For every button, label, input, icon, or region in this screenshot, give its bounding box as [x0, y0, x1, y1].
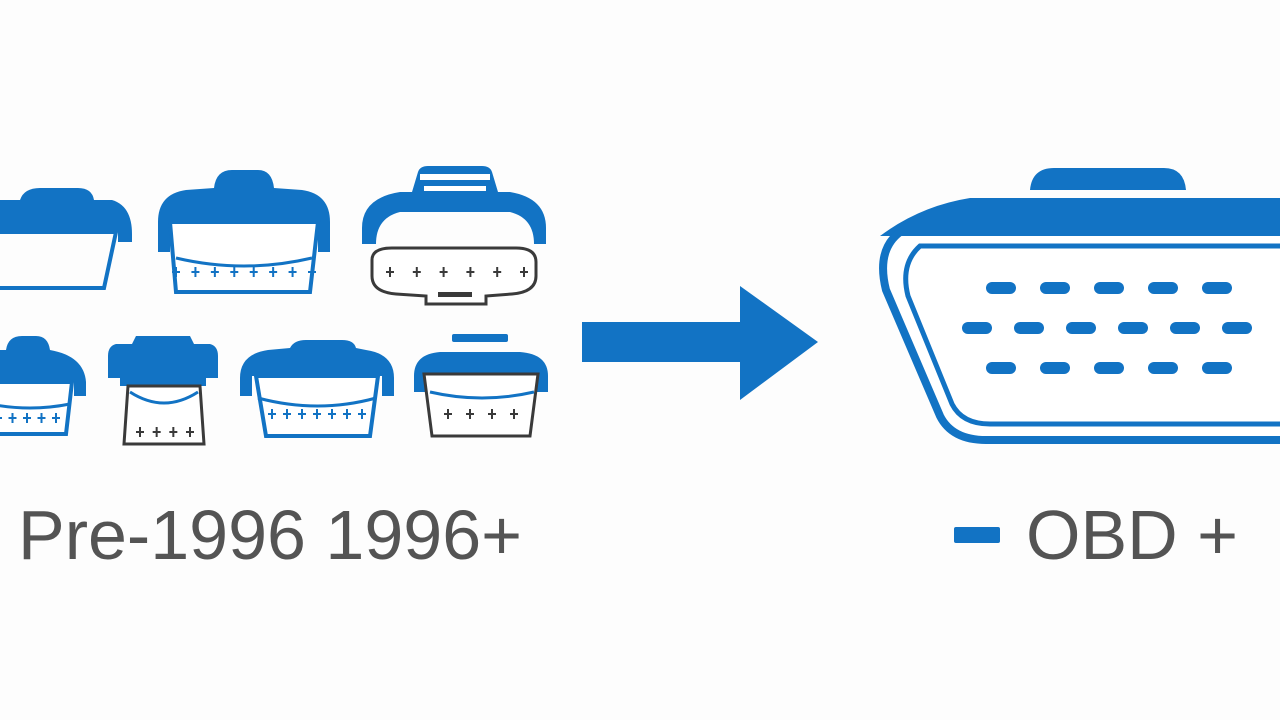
pre-1996-caption: Pre-1996 1996+: [18, 496, 523, 574]
connector-pin-bar: [313, 413, 321, 415]
connector-pin-bar: [493, 271, 502, 273]
obd2-pin: [962, 322, 992, 334]
obd-caption: OBD +: [1026, 496, 1239, 574]
connector-pin-bar: [288, 271, 297, 273]
obd2-pin: [986, 282, 1016, 294]
connector-pin-bar: [510, 413, 518, 415]
connector-pin-bar: [466, 413, 474, 415]
obd2-pin: [1040, 282, 1070, 294]
old-connector-icon-4: [0, 336, 86, 436]
obd2-pin: [1202, 282, 1232, 294]
old-connector-icon-6: [240, 340, 394, 438]
connector-pin-bar: [52, 417, 60, 419]
connector-pin-bar: [444, 413, 452, 415]
connector-pin-bar: [8, 417, 17, 419]
connector-pin-bar: [298, 413, 306, 415]
connector-pin-bar: [172, 271, 180, 273]
connector-pin-bar: [230, 271, 239, 273]
old-connector-icon-2: [158, 170, 330, 294]
connector-pin-bar: [488, 413, 496, 415]
connector-pin-bar: [249, 271, 258, 273]
obd2-pin: [1118, 322, 1148, 334]
connector-pin-bar: [191, 271, 200, 273]
connector-pin-bar: [0, 417, 2, 419]
connector-pin-bar: [152, 431, 161, 433]
obd2-pin: [1040, 362, 1070, 374]
connector-pin-bar: [210, 271, 219, 273]
obd2-pin: [1014, 322, 1044, 334]
obd2-pin: [1202, 362, 1232, 374]
connector-pin-bar: [136, 431, 144, 433]
old-connector-icon-3: [362, 166, 546, 306]
connector-pin-bar: [466, 271, 475, 273]
obd2-pin: [1094, 362, 1124, 374]
connector-pin-bar: [169, 431, 178, 433]
old-connector-icon-1: [0, 188, 132, 290]
obd2-pin: [1222, 322, 1252, 334]
blue-dash-icon: [954, 527, 1000, 543]
old-connector-icon-7: [414, 334, 548, 438]
obd2-pin: [1094, 282, 1124, 294]
connector-pin-bar: [186, 431, 194, 433]
obd2-pin: [1170, 322, 1200, 334]
connector-pin-bar: [328, 413, 336, 415]
connector-pin-bar: [23, 417, 31, 419]
connector-pin-bar: [358, 413, 366, 415]
obd2-pin-grid: [962, 282, 1252, 374]
connector-pin-bar: [439, 271, 448, 273]
obd-caption-group: OBD +: [954, 500, 1238, 570]
obd2-pin: [1148, 282, 1178, 294]
connector-pin-bar: [308, 271, 316, 273]
obd2-connector-icon: [879, 168, 1280, 444]
obd2-pin: [1066, 322, 1096, 334]
obd2-pin: [1148, 362, 1178, 374]
obd2-pin: [986, 362, 1016, 374]
connector-pin-bar: [386, 271, 394, 273]
connector-pin-bar: [343, 413, 351, 415]
connector-pin-bar: [283, 413, 291, 415]
connector-pin-bar: [37, 417, 46, 419]
connector-pin-bar: [268, 413, 276, 415]
old-connector-icon-5: [108, 336, 218, 446]
connector-pin-bar: [412, 271, 421, 273]
connector-pin-bar: [520, 271, 528, 273]
right-arrow-icon: [582, 286, 818, 400]
connector-pin-bar: [269, 271, 278, 273]
